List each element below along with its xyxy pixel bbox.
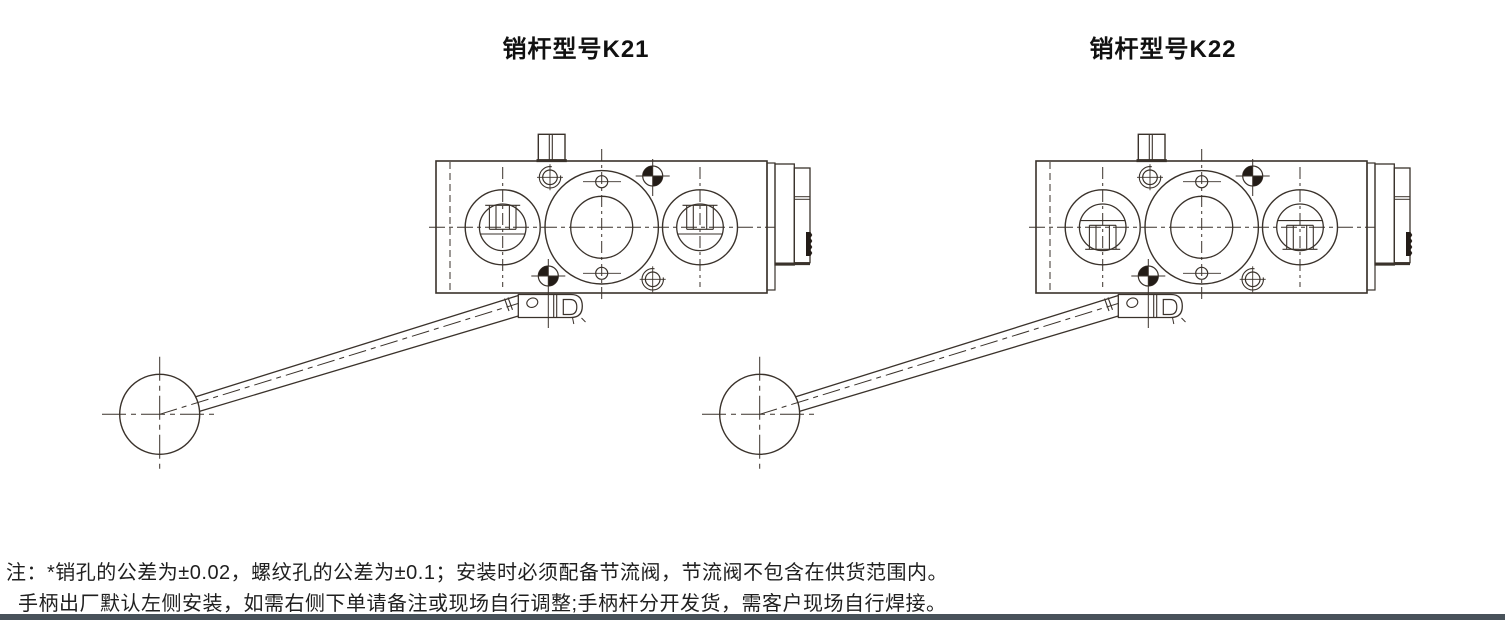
technical-drawing-k21 <box>95 125 820 480</box>
figure-title-k21: 销杆型号K21 <box>502 36 650 63</box>
note-line-1: 注：*销孔的公差为±0.02，螺纹孔的公差为±0.1；安装时必须配备节流阀，节流… <box>6 562 948 584</box>
bottom-divider-bar <box>0 614 1505 620</box>
technical-drawing-k22 <box>695 125 1420 480</box>
note-line-2: 手柄出厂默认左侧安装，如需右侧下单请备注或现场自行调整;手柄杆分开发货，需客户现… <box>18 593 947 615</box>
figure-title-k22: 销杆型号K22 <box>1089 36 1237 63</box>
